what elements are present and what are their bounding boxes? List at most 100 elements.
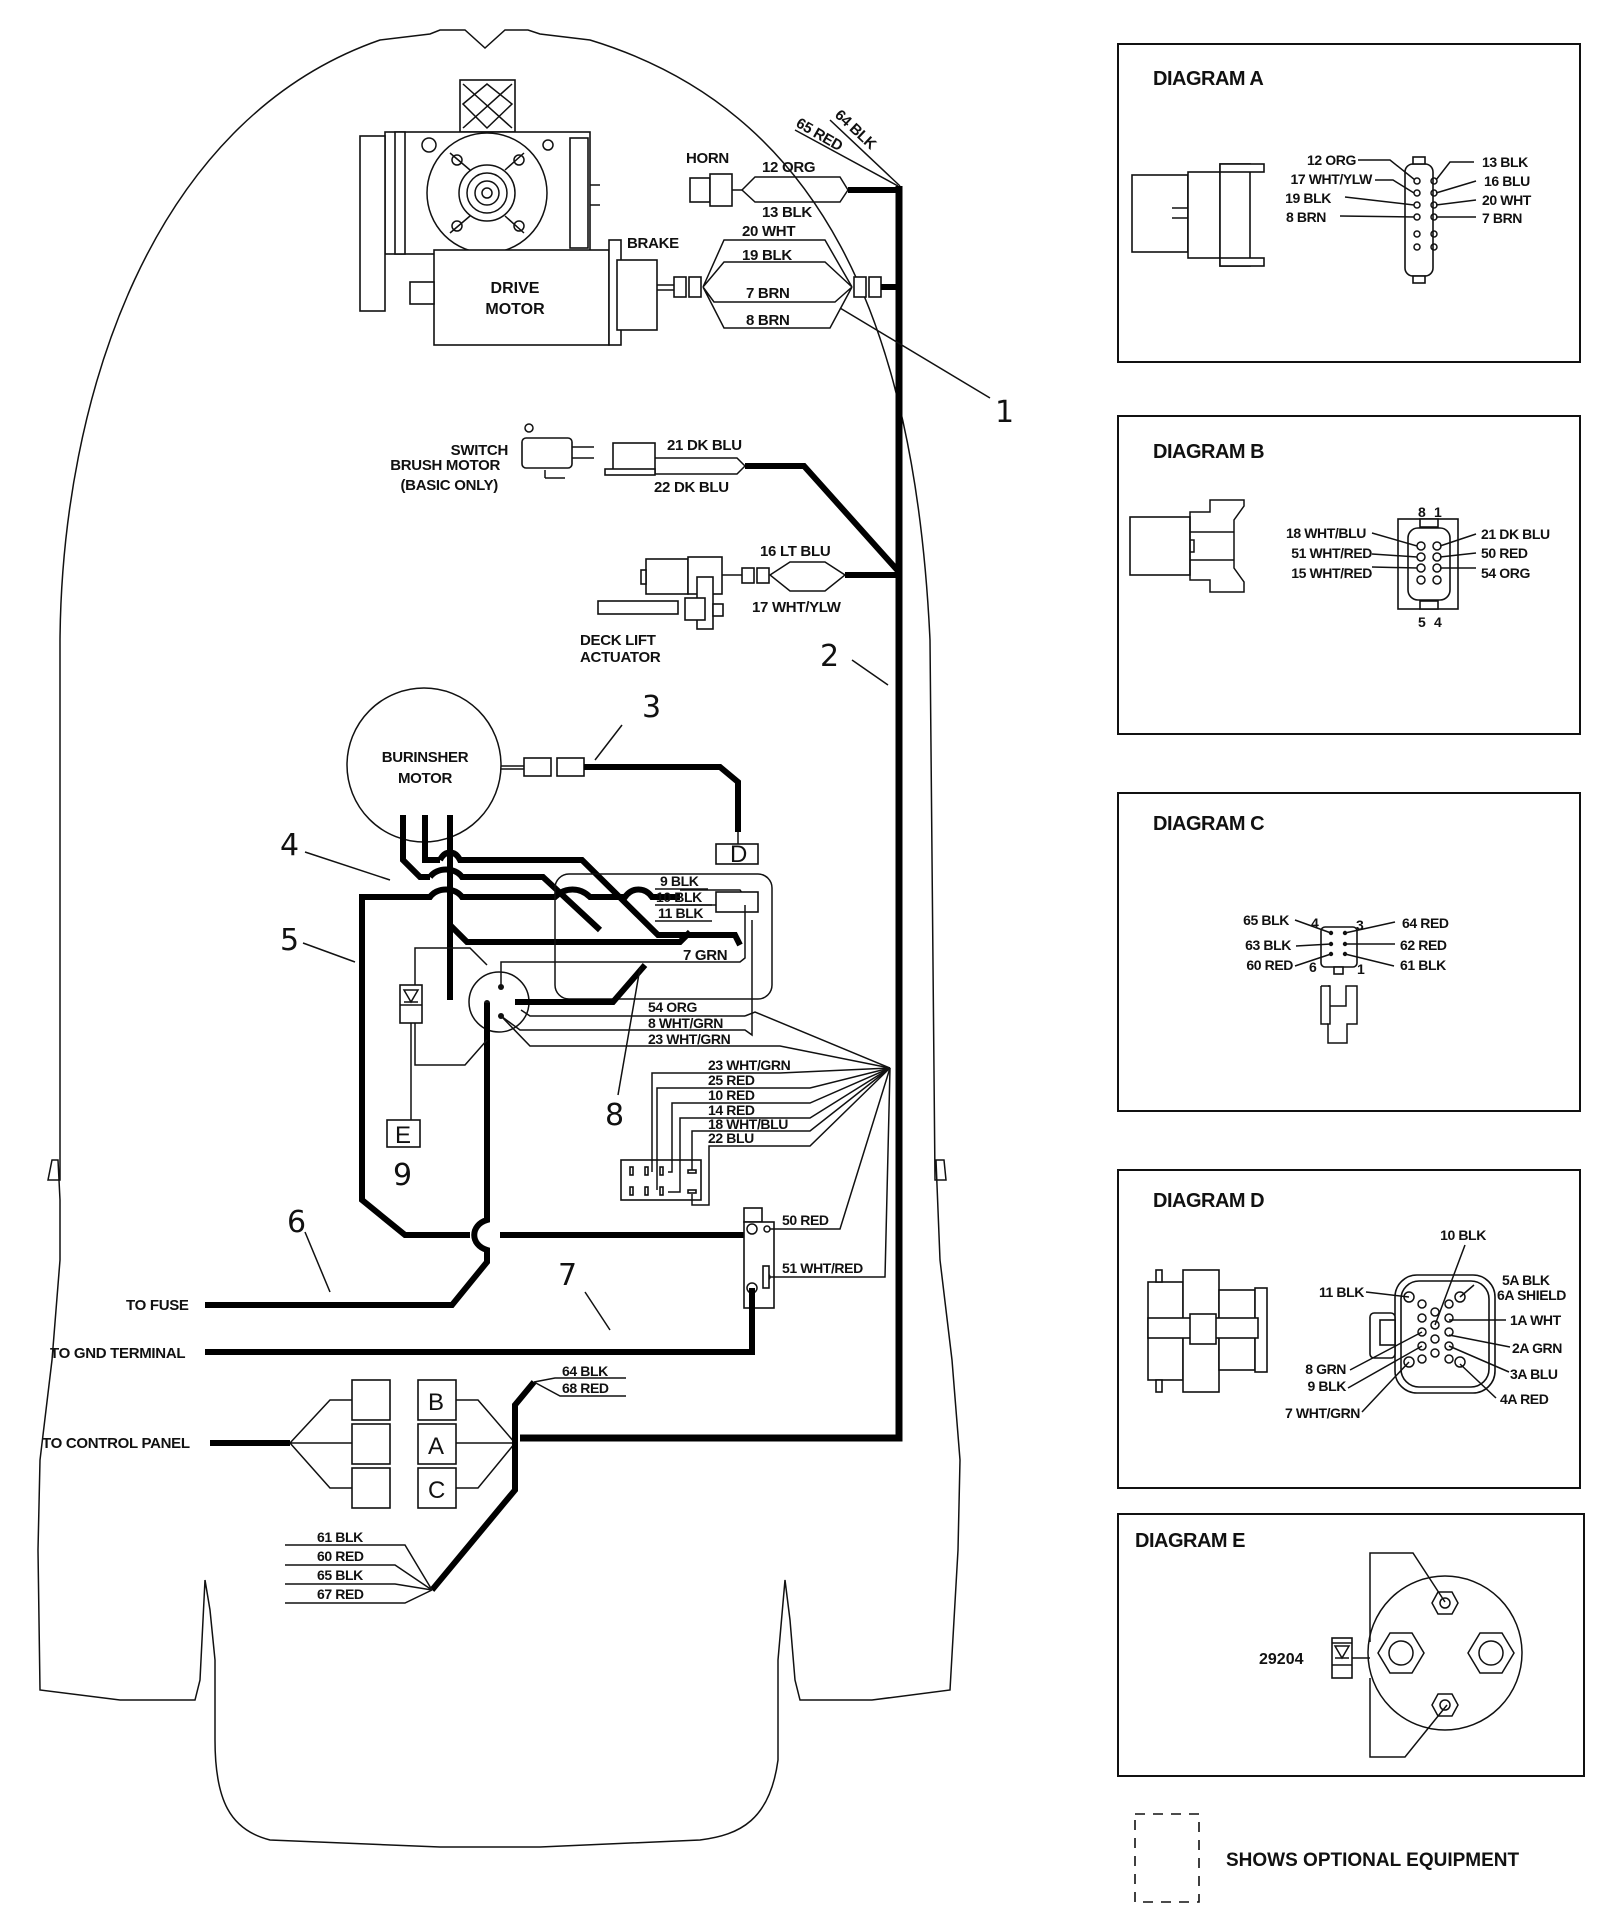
wire-22-blu: 22 BLU <box>708 1130 754 1146</box>
wire-65-blk: 65 BLK <box>317 1567 363 1583</box>
diagram-b-pin-51-wht-red: 51 WHT/RED <box>1291 545 1372 561</box>
wire-25-red: 25 RED <box>708 1072 755 1088</box>
wire-60-red: 60 RED <box>317 1548 364 1564</box>
connector-b-letter: B <box>428 1389 444 1416</box>
diagram-d-pin-1a-wht: 1A WHT <box>1510 1312 1562 1328</box>
wire-20-wht: 20 WHT <box>742 223 795 240</box>
brush-motor-switch: SWITCH BRUSH MOTOR (BASIC ONLY) 21 DK BL… <box>390 423 902 575</box>
switch-label-3: (BASIC ONLY) <box>400 477 498 494</box>
diagram-b-pin-54-org: 54 ORG <box>1481 565 1530 581</box>
diagram-b-pin-1: 1 <box>1434 504 1442 520</box>
deck-lift-actuator: 16 LT BLU 17 WHT/YLW DECK LIFT ACTUATOR <box>580 543 899 666</box>
diagram-b-pin-15-wht-red: 15 WHT/RED <box>1291 565 1372 581</box>
connector-e-letter: E <box>395 1122 411 1149</box>
wire-64-blk-b: 64 BLK <box>562 1363 608 1379</box>
callout-8: 8 <box>605 1098 624 1133</box>
diagram-b-pin-5: 5 <box>1418 614 1426 630</box>
relay-block <box>620 1067 891 1206</box>
brake-harness: 20 WHT 19 BLK 7 BRN 8 BRN <box>657 223 902 329</box>
callout-1: 1 <box>995 395 1014 430</box>
diagram-e-title: DIAGRAM E <box>1135 1530 1245 1552</box>
diagram-a-pin-17-wht-ylw: 17 WHT/YLW <box>1290 171 1373 187</box>
diagram-c-pin-62-red: 62 RED <box>1400 937 1447 953</box>
burnisher-leads <box>359 815 743 1195</box>
diagram-b-pin-21-dk-blu: 21 DK BLU <box>1481 526 1550 542</box>
wire-50-red: 50 RED <box>782 1212 829 1228</box>
diagram-b-pin-50-red: 50 RED <box>1481 545 1528 561</box>
wire-19-blk: 19 BLK <box>742 247 792 264</box>
connector-d-letter: D <box>730 841 747 868</box>
diagram-a-pin-16-blu: 16 BLU <box>1484 173 1530 189</box>
wire-14-red: 14 RED <box>708 1102 755 1118</box>
diagram-d-pin-4a-red: 4A RED <box>1500 1391 1549 1407</box>
to-control-panel-label: TO CONTROL PANEL <box>42 1435 190 1452</box>
diagram-c-pin-4: 4 <box>1311 915 1319 931</box>
diagram-c-pin-60-red: 60 RED <box>1246 957 1293 973</box>
wire-16-lt-blu: 16 LT BLU <box>760 543 830 560</box>
terminal-block: 50 RED 51 WHT/RED <box>205 1067 891 1355</box>
diagram-e-panel: DIAGRAM E 29204 <box>1117 1513 1585 1777</box>
diagram-e-part-number: 29204 <box>1259 1651 1304 1668</box>
diagram-b-title: DIAGRAM B <box>1153 441 1264 463</box>
diagram-d-pin-6a-shield: 6A SHIELD <box>1497 1287 1566 1303</box>
diagram-a-panel: DIAGRAM A 12 ORG 17 WHT/YLW 19 BLK 8 BRN… <box>1117 43 1581 363</box>
callout-4: 4 <box>280 828 299 863</box>
diagram-a-pin-13-blk: 13 BLK <box>1482 154 1528 170</box>
wire-68-red: 68 RED <box>562 1380 609 1396</box>
deck-lift-label-2: ACTUATOR <box>580 649 661 666</box>
wire-8-brn: 8 BRN <box>746 312 790 329</box>
wire-21-dk-blu: 21 DK BLU <box>667 437 742 454</box>
wire-9-blk: 9 BLK <box>660 873 699 889</box>
switch-label-2: BRUSH MOTOR <box>390 457 500 474</box>
wire-10-blk: 10 BLK <box>656 889 702 905</box>
diagram-c-pin-63-blk: 63 BLK <box>1245 937 1291 953</box>
optional-module-outline <box>554 873 773 1000</box>
diagram-b-pin-18-wht-blu: 18 WHT/BLU <box>1286 525 1366 541</box>
wire-51-wht-red: 51 WHT/RED <box>782 1260 863 1276</box>
diagram-c-pin-61-blk: 61 BLK <box>1400 957 1446 973</box>
diagram-b-pin-8: 8 <box>1418 504 1426 520</box>
wire-10-red: 10 RED <box>708 1087 755 1103</box>
harness-5 <box>359 1195 470 1238</box>
diagram-d-pin-3a-blu: 3A BLU <box>1510 1366 1558 1382</box>
diagram-a-pin-8-brn: 8 BRN <box>1286 209 1326 225</box>
diagram-d-pin-9-blk: 9 BLK <box>1308 1378 1347 1394</box>
diagram-c-pin-6: 6 <box>1309 959 1317 975</box>
diagram-d-pin-10-blk: 10 BLK <box>1440 1227 1486 1243</box>
diagram-d-pin-8-grn: 8 GRN <box>1305 1361 1346 1377</box>
brake-label: BRAKE <box>627 235 679 252</box>
wire-12-org: 12 ORG <box>762 159 815 176</box>
wire-22-dk-blu: 22 DK BLU <box>654 479 729 496</box>
callout-5: 5 <box>280 923 299 958</box>
diagram-d-pin-2a-grn: 2A GRN <box>1512 1340 1562 1356</box>
diagram-b-pin-4: 4 <box>1434 614 1442 630</box>
diagram-d-title: DIAGRAM D <box>1153 1190 1264 1212</box>
diagram-d-panel: DIAGRAM D 10 BLK 11 BLK 8 GRN 9 <box>1117 1169 1581 1489</box>
diagram-c-pin-1: 1 <box>1357 961 1365 977</box>
burnisher-label-1: BURINSHER <box>382 749 469 766</box>
diagram-d-pin-11-blk: 11 BLK <box>1319 1284 1364 1300</box>
callout-9: 9 <box>393 1158 412 1193</box>
drive-motor-label-1: DRIVE <box>491 280 540 297</box>
connector-a-letter: A <box>428 1433 444 1460</box>
callout-6: 6 <box>287 1205 306 1240</box>
diagram-d-pin-7-wht-grn: 7 WHT/GRN <box>1285 1405 1360 1421</box>
horn-label: HORN <box>686 150 729 167</box>
diagram-c-pin-3: 3 <box>1356 917 1364 933</box>
optional-equipment-label: SHOWS OPTIONAL EQUIPMENT <box>1226 1850 1520 1871</box>
wire-8-wht-grn: 8 WHT/GRN <box>648 1015 723 1031</box>
connector-c-letter: C <box>428 1477 445 1504</box>
diagram-d-pin-5a-blk: 5A BLK <box>1502 1272 1550 1288</box>
wire-23-wht-grn-a: 23 WHT/GRN <box>648 1031 731 1047</box>
deck-lift-label-1: DECK LIFT <box>580 632 656 649</box>
horn: HORN 12 ORG 13 BLK <box>686 150 902 221</box>
diagram-a-title: DIAGRAM A <box>1153 68 1263 90</box>
drive-motor-label-2: MOTOR <box>485 301 545 318</box>
to-fuse-label: TO FUSE <box>126 1297 189 1314</box>
burnisher-motor: BURINSHER MOTOR D <box>346 687 759 868</box>
drive-motor-assembly: DRIVE MOTOR BRAKE <box>359 79 679 346</box>
wire-17-wht-ylw: 17 WHT/YLW <box>752 599 842 616</box>
wire-18-wht-blu: 18 WHT/BLU <box>708 1116 788 1132</box>
wire-13-blk: 13 BLK <box>762 204 812 221</box>
